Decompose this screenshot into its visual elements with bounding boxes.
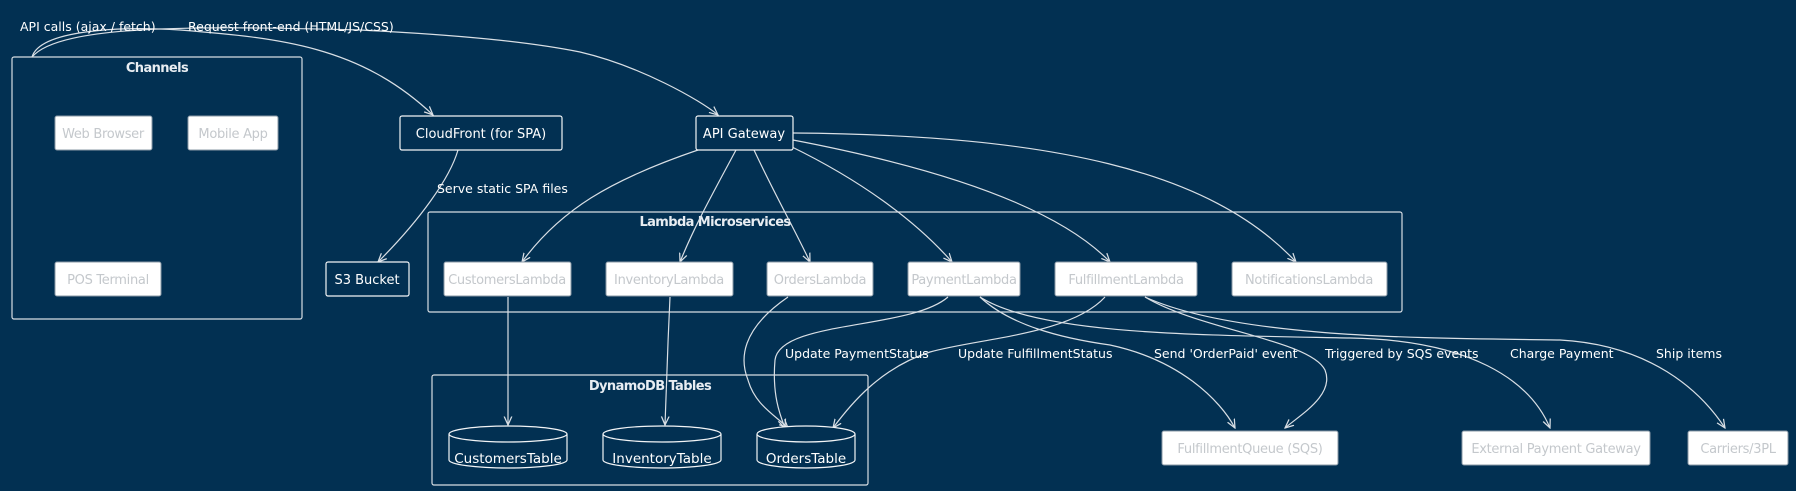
node-inventory-lambda[interactable]: InventoryLambda bbox=[605, 261, 734, 297]
edge-serve-static bbox=[378, 149, 459, 262]
cluster-dynamodb-tables: DynamoDB Tables bbox=[431, 374, 869, 486]
edge-api-inventory bbox=[680, 149, 737, 262]
edge-inventory-table bbox=[665, 296, 671, 425]
edge-charge-payment bbox=[979, 296, 1550, 428]
label-serve-static: Serve static SPA files bbox=[437, 181, 568, 196]
edge-api-payment bbox=[789, 145, 952, 262]
edge-update-paymentstatus bbox=[773, 296, 949, 428]
label-api-calls: API calls (ajax / fetch) bbox=[20, 19, 156, 34]
node-pos-terminal-label: POS Terminal bbox=[67, 273, 149, 288]
label-ship-items: Ship items bbox=[1656, 346, 1722, 361]
table-orders-label: OrdersTable bbox=[766, 451, 846, 467]
table-customers-label: CustomersTable bbox=[454, 451, 562, 467]
node-orders-lambda-label: OrdersLambda bbox=[774, 273, 866, 288]
label-charge-payment: Charge Payment bbox=[1510, 346, 1614, 361]
node-pos-terminal[interactable]: POS Terminal bbox=[54, 261, 162, 297]
node-external-payment-gateway[interactable]: External Payment Gateway bbox=[1461, 430, 1651, 466]
node-payment-lambda-label: PaymentLambda bbox=[911, 273, 1016, 288]
edge-api-notifications bbox=[792, 132, 1296, 262]
edge-api-calls bbox=[31, 27, 718, 115]
cluster-lambda-microservices: Lambda Microservices bbox=[427, 211, 1403, 313]
label-update-fulfillmentstatus: Update FulfillmentStatus bbox=[958, 346, 1113, 361]
label-update-paymentstatus: Update PaymentStatus bbox=[785, 346, 929, 361]
node-fulfillment-queue-label: FulfillmentQueue (SQS) bbox=[1177, 442, 1322, 457]
node-orders-lambda[interactable]: OrdersLambda bbox=[766, 261, 874, 297]
node-web-browser-label: Web Browser bbox=[62, 127, 145, 142]
cluster-channels-title: Channels bbox=[126, 61, 189, 76]
node-cloudfront-label: CloudFront (for SPA) bbox=[416, 127, 546, 142]
edge-api-fulfillment bbox=[792, 139, 1110, 262]
node-external-payment-gateway-label: External Payment Gateway bbox=[1471, 442, 1641, 457]
edge-api-orders bbox=[753, 149, 810, 262]
cluster-channels: Channels bbox=[11, 56, 303, 320]
node-cloudfront[interactable]: CloudFront (for SPA) bbox=[399, 115, 563, 151]
label-send-orderpaid: Send 'OrderPaid' event bbox=[1154, 346, 1298, 361]
node-inventory-lambda-label: InventoryLambda bbox=[614, 273, 724, 288]
cluster-dynamo-title: DynamoDB Tables bbox=[589, 379, 712, 394]
node-customers-lambda[interactable]: CustomersLambda bbox=[443, 261, 572, 297]
edge-update-fulfillmentstatus bbox=[833, 296, 1106, 428]
table-inventory[interactable]: InventoryTable bbox=[602, 425, 722, 469]
node-s3-bucket-label: S3 Bucket bbox=[334, 273, 399, 288]
edge-orders-table bbox=[743, 296, 788, 428]
node-mobile-app[interactable]: Mobile App bbox=[187, 115, 279, 151]
edge-triggered-by-sqs bbox=[1144, 296, 1328, 428]
node-fulfillment-queue[interactable]: FulfillmentQueue (SQS) bbox=[1161, 430, 1339, 466]
node-carriers[interactable]: Carriers/3PL bbox=[1687, 430, 1789, 466]
node-payment-lambda[interactable]: PaymentLambda bbox=[907, 261, 1021, 297]
label-request-frontend: Request front-end (HTML/JS/CSS) bbox=[188, 19, 394, 34]
edge-send-orderpaid bbox=[979, 296, 1235, 428]
edge-request-frontend bbox=[31, 28, 433, 115]
node-fulfillment-lambda-label: FulfillmentLambda bbox=[1068, 273, 1183, 288]
node-api-gateway[interactable]: API Gateway bbox=[695, 115, 794, 151]
edge-ship-items bbox=[1144, 296, 1725, 428]
node-carriers-label: Carriers/3PL bbox=[1700, 442, 1776, 457]
node-mobile-app-label: Mobile App bbox=[198, 127, 267, 142]
table-customers[interactable]: CustomersTable bbox=[448, 425, 568, 469]
node-notifications-lambda-label: NotificationsLambda bbox=[1245, 273, 1373, 288]
node-web-browser[interactable]: Web Browser bbox=[54, 115, 153, 151]
node-fulfillment-lambda[interactable]: FulfillmentLambda bbox=[1054, 261, 1198, 297]
node-api-gateway-label: API Gateway bbox=[703, 127, 785, 142]
cluster-lambda-title: Lambda Microservices bbox=[639, 215, 791, 230]
node-customers-lambda-label: CustomersLambda bbox=[448, 273, 566, 288]
table-inventory-label: InventoryTable bbox=[612, 451, 711, 467]
table-orders[interactable]: OrdersTable bbox=[756, 425, 856, 469]
edge-labels: API calls (ajax / fetch) Request front-e… bbox=[20, 19, 1722, 361]
edge-api-customers bbox=[522, 149, 699, 262]
node-s3-bucket[interactable]: S3 Bucket bbox=[325, 261, 410, 297]
label-triggered-by-sqs: Triggered by SQS events bbox=[1324, 346, 1479, 361]
node-notifications-lambda[interactable]: NotificationsLambda bbox=[1231, 261, 1388, 297]
edges bbox=[31, 27, 1725, 428]
